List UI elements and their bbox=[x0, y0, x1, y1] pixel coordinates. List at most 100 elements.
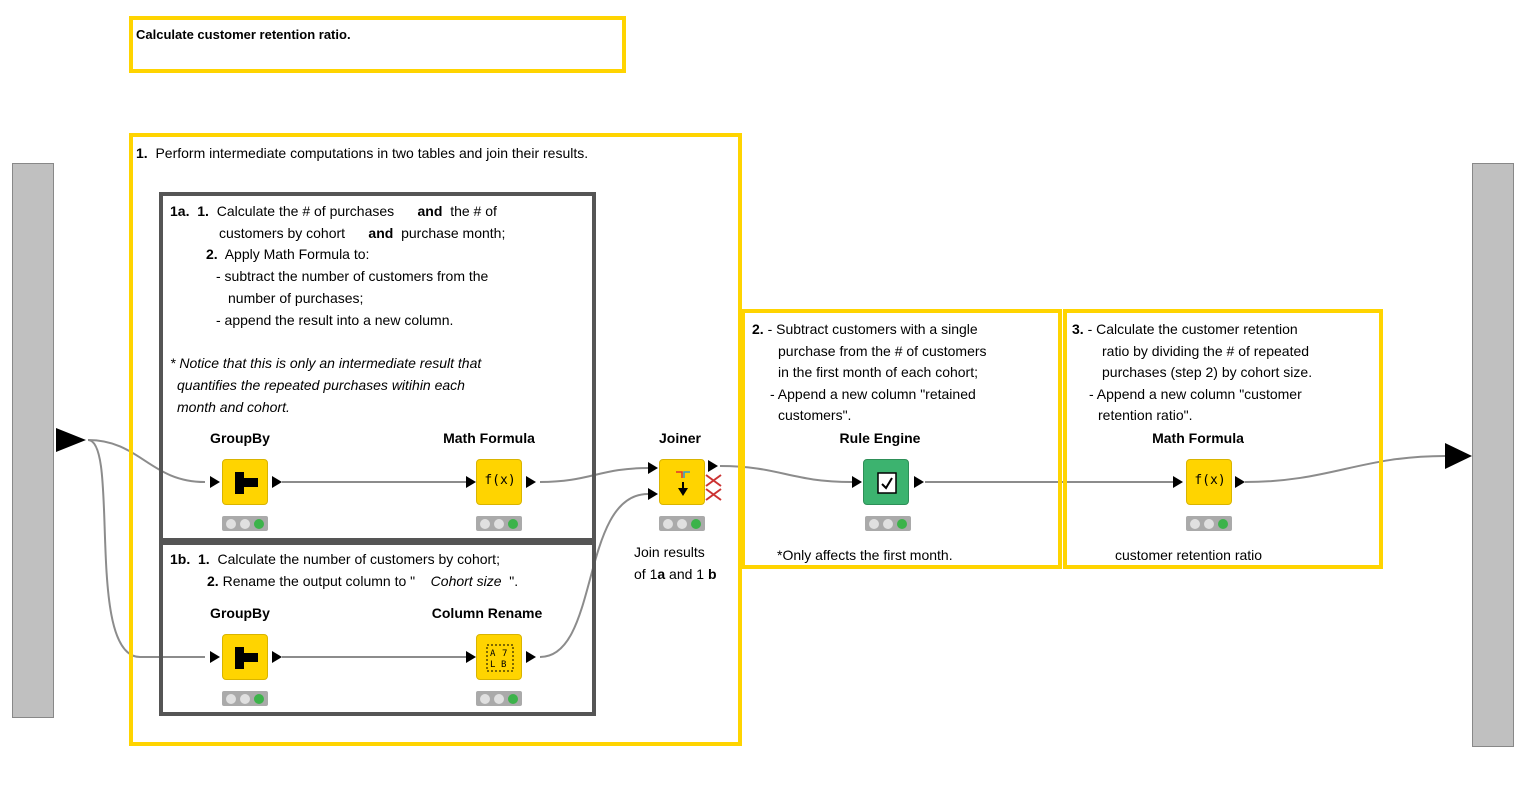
column-rename-status bbox=[476, 691, 522, 706]
groupby-icon bbox=[235, 647, 258, 669]
joiner-node[interactable] bbox=[659, 459, 705, 505]
column-rename-icon: A 7 L B bbox=[486, 644, 514, 672]
status-light-yellow bbox=[240, 519, 250, 529]
groupby-1a-node[interactable] bbox=[222, 459, 268, 505]
column-rename-node[interactable]: A 7 L B bbox=[476, 634, 522, 680]
title-annotation[interactable]: Calculate customer retention ratio. bbox=[129, 16, 626, 73]
joiner-icon bbox=[676, 471, 690, 496]
section-1a-line-6: - append the result into a new column. bbox=[216, 312, 454, 328]
section-1a-note-3: month and cohort. bbox=[177, 399, 290, 415]
status-light-green bbox=[254, 519, 264, 529]
groupby-1b-status bbox=[222, 691, 268, 706]
status-light-red bbox=[869, 519, 879, 529]
rule-engine-icon bbox=[877, 472, 897, 494]
section-3-line-4: - Append a new column "customer bbox=[1089, 386, 1302, 402]
joiner-title: Joiner bbox=[658, 430, 702, 446]
status-light-yellow bbox=[883, 519, 893, 529]
status-light-red bbox=[1190, 519, 1200, 529]
step-number: 1. bbox=[198, 551, 210, 567]
math-formula-3-status bbox=[1186, 516, 1232, 531]
status-light-red bbox=[480, 694, 490, 704]
step-number: 2. bbox=[206, 246, 218, 262]
section-1a-box[interactable]: 1a. 1. Calculate the # of purchases and … bbox=[159, 192, 596, 542]
joiner-caption-line-1: Join results bbox=[634, 544, 705, 560]
section-2-line-2: purchase from the # of customers bbox=[778, 343, 987, 359]
text-fragment-bold: and bbox=[417, 203, 443, 219]
section-3-line-5: retention ratio". bbox=[1098, 407, 1193, 423]
text-fragment: Calculate the # of purchases bbox=[216, 203, 395, 219]
joiner-caption-line-2: of 1a and 1 b bbox=[634, 564, 717, 585]
text-fragment: and 1 bbox=[669, 566, 705, 582]
joiner-extra-outputs-icon bbox=[705, 474, 722, 501]
section-1b-line-2: 2. Rename the output column to " Cohort … bbox=[207, 571, 518, 593]
status-light-green bbox=[1218, 519, 1228, 529]
rule-engine-caption: *Only affects the first month. bbox=[777, 547, 953, 563]
section-1a-line-5: number of purchases; bbox=[228, 290, 364, 306]
title-annotation-text: Calculate customer retention ratio. bbox=[136, 27, 351, 42]
math-formula-3-title: Math Formula bbox=[1152, 430, 1244, 446]
text-fragment: - Subtract customers with a single bbox=[767, 321, 978, 337]
section-2-line-3: in the first month of each cohort; bbox=[778, 364, 978, 380]
math-formula-1a-title: Math Formula bbox=[443, 430, 535, 446]
step-number: 1. bbox=[197, 203, 209, 219]
section-1a-line-3: 2. Apply Math Formula to: bbox=[206, 244, 369, 266]
workflow-output-port-bar[interactable] bbox=[1472, 163, 1514, 747]
text-fragment: - Calculate the customer retention bbox=[1087, 321, 1298, 337]
section-3-line-2: ratio by dividing the # of repeated bbox=[1102, 343, 1310, 359]
text-fragment: ". bbox=[509, 573, 519, 589]
status-light-red bbox=[663, 519, 673, 529]
joiner-status bbox=[659, 516, 705, 531]
math-formula-1a-status bbox=[476, 516, 522, 531]
text-fragment-italic: Cohort size bbox=[430, 573, 502, 589]
text-fragment: Rename the output column to " bbox=[222, 573, 416, 589]
text-fragment: the # of bbox=[450, 203, 497, 219]
text-fragment: Calculate the number of customers by coh… bbox=[217, 551, 500, 567]
status-light-yellow bbox=[677, 519, 687, 529]
text-fragment: customers by cohort bbox=[219, 225, 346, 241]
section-1a-line-1: 1a. 1. Calculate the # of purchases and … bbox=[170, 201, 497, 223]
section-1-number: 1. bbox=[136, 145, 148, 161]
text-fragment: purchase month; bbox=[401, 225, 506, 241]
math-formula-3-node[interactable]: f(x) bbox=[1186, 459, 1232, 505]
status-light-yellow bbox=[494, 694, 504, 704]
section-1a-note-2: quantifies the repeated purchases witihi… bbox=[177, 377, 465, 393]
status-light-green bbox=[508, 694, 518, 704]
section-2-line-1: 2. - Subtract customers with a single bbox=[752, 319, 978, 341]
section-1b-box[interactable]: 1b. 1. Calculate the number of customers… bbox=[159, 541, 596, 716]
section-2-line-5: customers". bbox=[778, 407, 852, 423]
svg-text:A: A bbox=[490, 649, 496, 659]
status-light-yellow bbox=[1204, 519, 1214, 529]
section-1-annotation[interactable]: 1. Perform intermediate computations in … bbox=[129, 133, 742, 746]
text-fragment-bold: and bbox=[368, 225, 394, 241]
section-1a-note-1: * Notice that this is only an intermedia… bbox=[170, 355, 482, 371]
status-light-red bbox=[226, 694, 236, 704]
text-fragment: of 1 bbox=[634, 566, 658, 582]
section-1-text: Perform intermediate computations in two… bbox=[155, 145, 589, 161]
rule-engine-node[interactable] bbox=[863, 459, 909, 505]
groupby-1b-title: GroupBy bbox=[210, 605, 270, 621]
math-formula-3-caption: customer retention ratio bbox=[1115, 547, 1263, 563]
section-2-number: 2. bbox=[752, 321, 764, 337]
groupby-1b-node[interactable] bbox=[222, 634, 268, 680]
status-light-green bbox=[691, 519, 701, 529]
section-3-number: 3. bbox=[1072, 321, 1084, 337]
svg-text:B: B bbox=[501, 660, 506, 670]
workflow-input-port-bar[interactable] bbox=[12, 163, 54, 718]
section-2-annotation[interactable]: 2. - Subtract customers with a single pu… bbox=[741, 309, 1062, 569]
step-number: 2. bbox=[207, 573, 219, 589]
groupby-1a-title: GroupBy bbox=[210, 430, 270, 446]
math-formula-icon: f(x) bbox=[1194, 473, 1226, 488]
column-rename-title: Column Rename bbox=[431, 605, 543, 621]
status-light-red bbox=[226, 519, 236, 529]
status-light-yellow bbox=[494, 519, 504, 529]
section-3-annotation[interactable]: 3. - Calculate the customer retention ra… bbox=[1063, 309, 1383, 569]
section-3-line-1: 3. - Calculate the customer retention bbox=[1072, 319, 1298, 341]
section-1-header: 1. Perform intermediate computations in … bbox=[136, 143, 588, 165]
svg-text:7: 7 bbox=[502, 649, 507, 659]
rule-engine-title: Rule Engine bbox=[839, 430, 921, 446]
section-1a-label: 1a. bbox=[170, 203, 190, 219]
math-formula-1a-node[interactable]: f(x) bbox=[476, 459, 522, 505]
groupby-1a-status bbox=[222, 516, 268, 531]
status-light-green bbox=[254, 694, 264, 704]
